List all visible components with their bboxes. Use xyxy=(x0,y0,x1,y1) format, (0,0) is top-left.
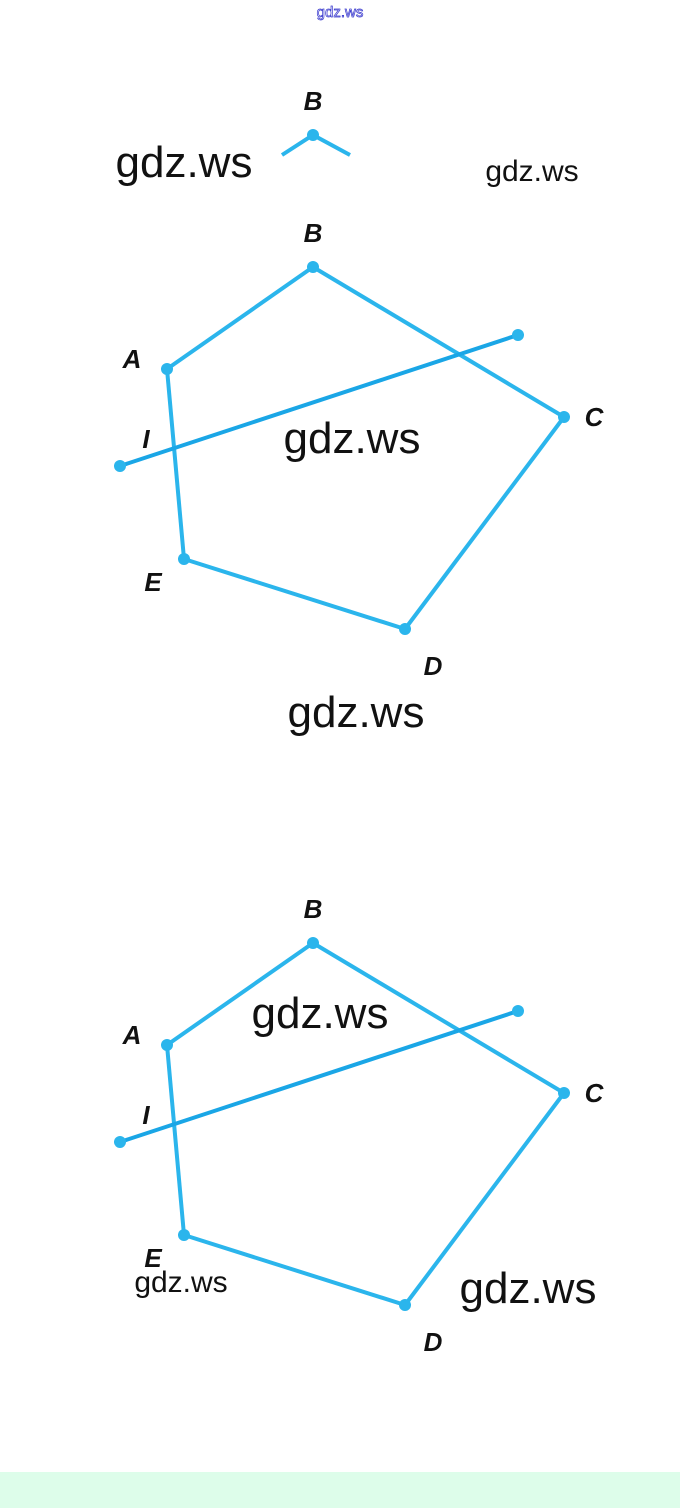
watermark: gdz.ws xyxy=(134,1266,227,1299)
side-ab xyxy=(165,265,315,371)
side-bc xyxy=(311,941,566,1095)
watermark-top: gdz.ws xyxy=(317,4,364,21)
side-ab xyxy=(165,941,315,1047)
vertex-label-d: D xyxy=(424,651,443,681)
point-d xyxy=(399,623,411,635)
point-a xyxy=(161,363,173,375)
vertex-label-c: C xyxy=(585,402,605,432)
line-l xyxy=(119,1009,519,1144)
point-l-start xyxy=(114,1136,126,1148)
watermark: gdz.ws xyxy=(485,155,578,188)
vertex-label-a: A xyxy=(122,344,142,374)
side-bc xyxy=(311,265,566,419)
vertex-label-b: B xyxy=(304,894,323,924)
side-cd xyxy=(403,1091,566,1307)
point-b xyxy=(307,261,319,273)
side-ea xyxy=(165,1044,186,1236)
point-l-end xyxy=(512,1005,524,1017)
vertex-label-b: B xyxy=(304,218,323,248)
point-c xyxy=(558,411,570,423)
vertex-label-e: E xyxy=(144,567,162,597)
point-b xyxy=(307,129,319,141)
top-fragment: B xyxy=(280,86,351,157)
watermark: gdz.ws xyxy=(252,989,389,1038)
line-l xyxy=(119,333,519,468)
vertex-label-i: I xyxy=(142,424,150,454)
side-de xyxy=(183,1233,406,1307)
watermark: gdz.ws xyxy=(288,688,425,737)
point-l-end xyxy=(512,329,524,341)
side-cd xyxy=(403,415,566,631)
point-c xyxy=(558,1087,570,1099)
figure-pentagon-2: B A C I E D xyxy=(114,894,605,1357)
point-a xyxy=(161,1039,173,1051)
watermark: gdz.ws xyxy=(460,1264,597,1313)
vertex-label-a: A xyxy=(122,1020,142,1050)
point-e xyxy=(178,553,190,565)
point-l-start xyxy=(114,460,126,472)
watermark: gdz.ws xyxy=(284,414,421,463)
side-de xyxy=(183,557,406,631)
vertex-label-c: C xyxy=(585,1078,605,1108)
vertex-label-d: D xyxy=(424,1327,443,1357)
watermark: gdz.ws xyxy=(116,138,253,187)
side-ea xyxy=(165,368,186,560)
vertex-label-b: B xyxy=(304,86,323,116)
point-e xyxy=(178,1229,190,1241)
vertex-label-i: I xyxy=(142,1100,150,1130)
point-d xyxy=(399,1299,411,1311)
footer-band xyxy=(0,1472,680,1508)
vertex-label-e: E xyxy=(144,1243,162,1273)
point-b xyxy=(307,937,319,949)
figure-pentagon-1: B A C I E D xyxy=(114,218,605,681)
